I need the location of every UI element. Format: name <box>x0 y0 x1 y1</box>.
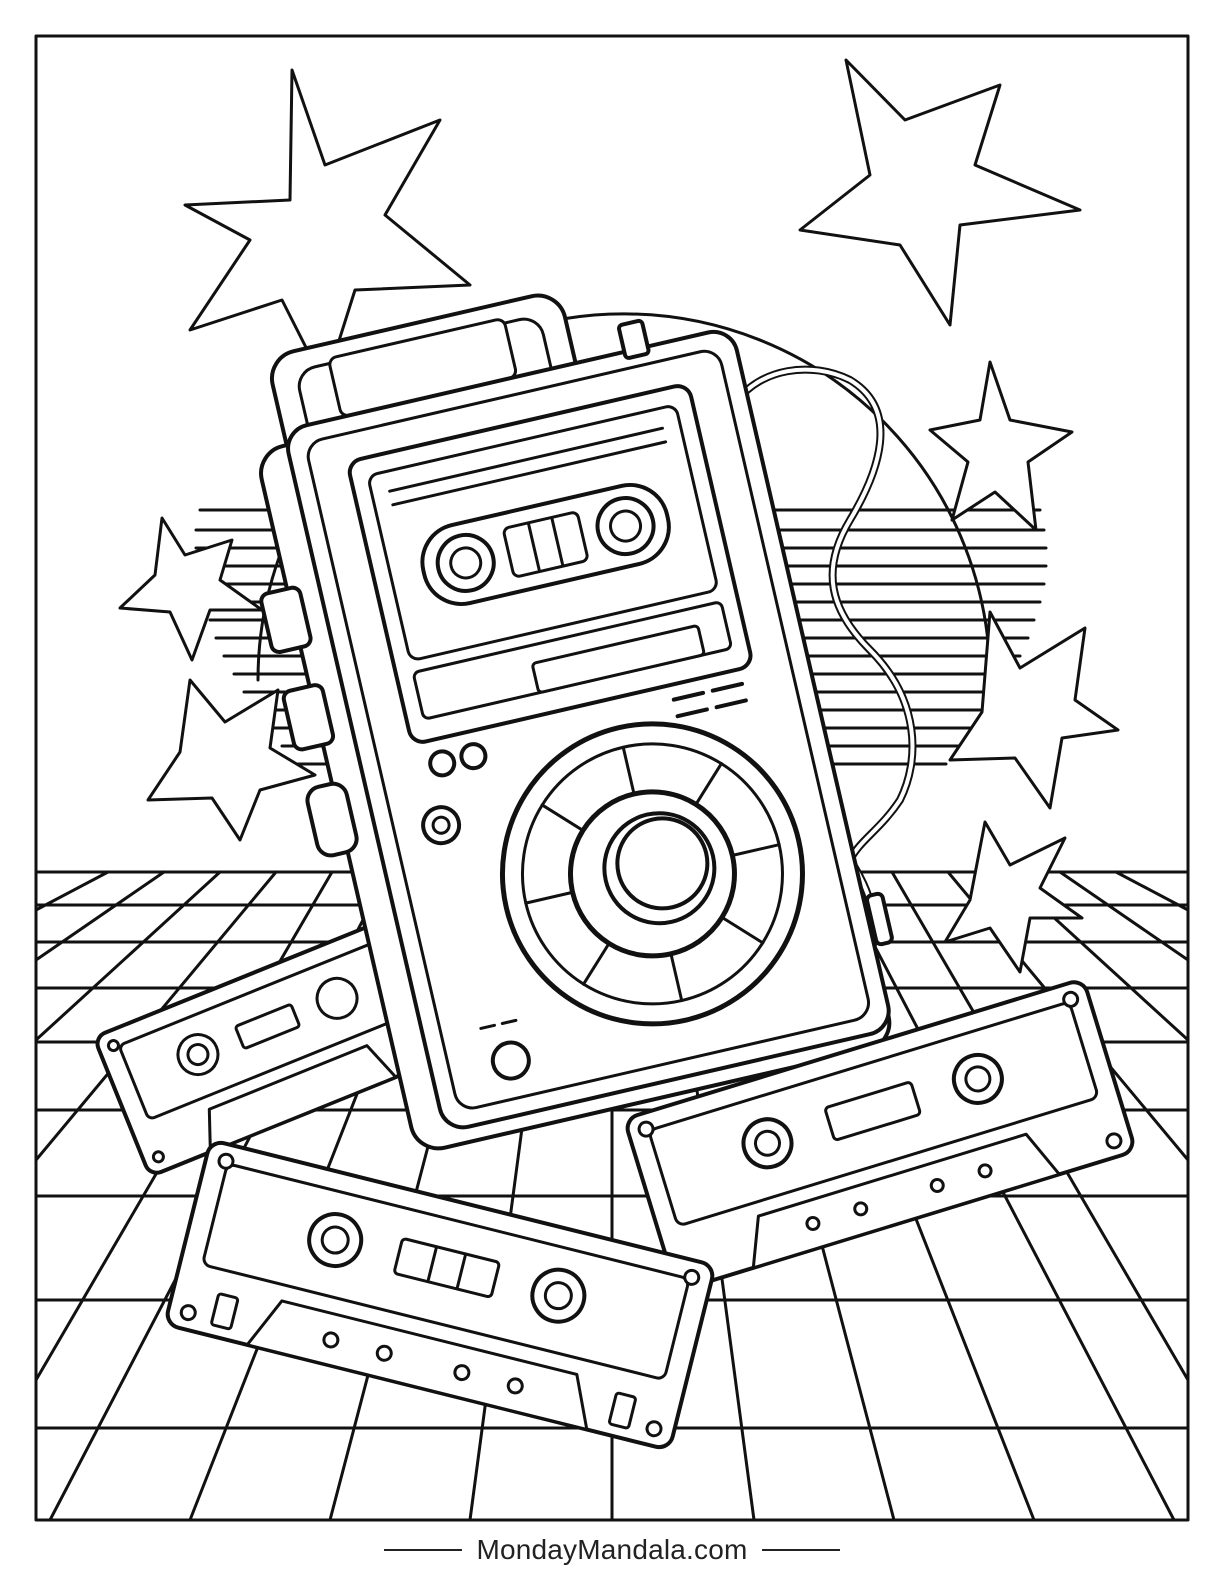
side-button-2 <box>281 683 336 752</box>
cassette-back-left <box>95 915 455 1175</box>
small-button-right <box>459 742 488 771</box>
cassette-front-right <box>625 980 1135 1290</box>
credit-rule-left <box>384 1549 463 1551</box>
site-credit: MondayMandala.com <box>0 1530 1224 1570</box>
credit-rule-right <box>761 1549 840 1551</box>
star-right-lower <box>943 820 1084 974</box>
credit-text: MondayMandala.com <box>476 1534 748 1565</box>
star-right-middle <box>948 610 1120 810</box>
side-button-1 <box>259 585 313 654</box>
small-button-left <box>428 749 457 778</box>
star-left-lower <box>146 678 317 842</box>
star-top-right <box>798 58 1082 327</box>
cassette-player <box>259 293 894 1151</box>
star-left-upper <box>118 516 264 662</box>
side-button-3 <box>305 781 359 858</box>
star-right-upper <box>928 360 1074 532</box>
cassette-front-bottom <box>165 1140 715 1450</box>
